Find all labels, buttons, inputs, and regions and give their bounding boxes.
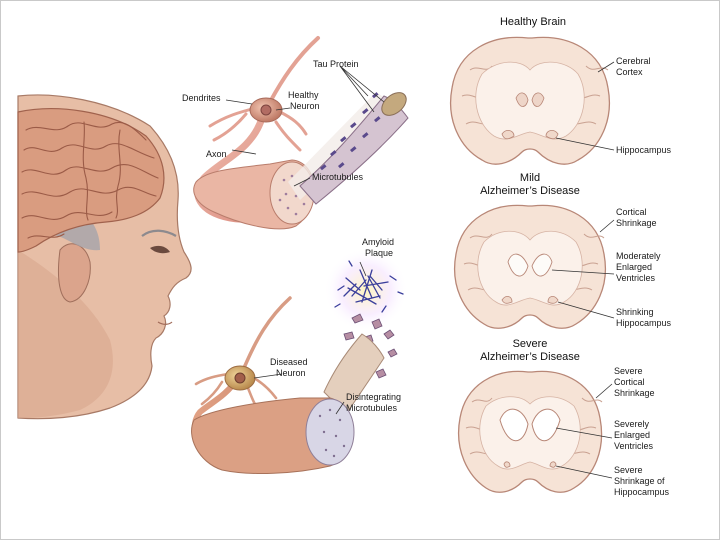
tau-bundle-end bbox=[381, 92, 407, 116]
brain-severe bbox=[458, 370, 603, 493]
label-severe-shrink-1: Severe bbox=[614, 366, 643, 376]
healthy-dendrite-left bbox=[208, 106, 258, 142]
label-mild-vent-1: Moderately bbox=[616, 251, 661, 261]
leader-lines bbox=[225, 61, 615, 479]
healthy-hippocampus bbox=[501, 130, 559, 140]
label-dendrites: Dendrites bbox=[182, 93, 221, 103]
label-severe-shrink-3: Shrinkage bbox=[614, 388, 655, 398]
label-mild-vent-2: Enlarged bbox=[616, 262, 653, 272]
mild-hippocampus bbox=[501, 296, 559, 304]
mild-cortex-folds bbox=[463, 233, 605, 291]
label-amyloid-1: Amyloid bbox=[362, 237, 395, 247]
label-amyloid-2: Plaque bbox=[365, 248, 394, 258]
diseased-tubule-bundle bbox=[323, 333, 385, 415]
label-diseased-neuron-2: Neuron bbox=[276, 368, 306, 378]
label-cerebral-2: Cortex bbox=[616, 67, 643, 77]
label-mild-shrink-1: Cortical bbox=[616, 207, 647, 217]
healthy-dendrite-top bbox=[268, 36, 320, 104]
label-healthy-neuron-2: Neuron bbox=[290, 101, 320, 111]
disintegrating-dots bbox=[318, 408, 346, 458]
healthy-nucleus bbox=[260, 104, 272, 116]
label-severe-vent-3: Ventricles bbox=[614, 441, 654, 451]
healthy-ventricles bbox=[515, 92, 545, 107]
title-healthy-brain: Healthy Brain bbox=[499, 16, 567, 28]
label-disintegrating-2: Microtubules bbox=[346, 403, 398, 413]
healthy-neuron bbox=[193, 36, 409, 230]
label-severe-hip-2: Shrinkage of bbox=[614, 476, 665, 486]
head-brain-folds bbox=[21, 121, 159, 239]
label-mild-shrink-2: Shrinkage bbox=[616, 218, 657, 228]
title-severe-2: Alzheimer’s Disease bbox=[480, 351, 580, 363]
healthy-cortex-folds bbox=[461, 65, 609, 125]
eye bbox=[150, 245, 170, 254]
brain-healthy bbox=[450, 36, 610, 165]
label-disintegrating-1: Disintegrating bbox=[346, 392, 402, 402]
mild-ventricles bbox=[507, 253, 553, 277]
healthy-white-matter bbox=[475, 61, 585, 140]
label-healthy-neuron-1: Healthy bbox=[288, 90, 319, 100]
brow bbox=[141, 229, 177, 237]
brain-mild bbox=[454, 204, 606, 329]
label-severe-hip-1: Severe bbox=[614, 465, 643, 475]
mild-white-matter bbox=[477, 230, 583, 306]
severe-ventricles bbox=[499, 408, 561, 442]
label-severe-hip-3: Hippocampus bbox=[614, 487, 670, 497]
label-mild-hip-1: Shrinking bbox=[616, 307, 654, 317]
title-severe-1: Severe bbox=[512, 338, 548, 350]
label-mild-hip-2: Hippocampus bbox=[616, 318, 672, 328]
label-tau-protein: Tau Protein bbox=[313, 59, 359, 69]
severe-white-matter bbox=[479, 396, 581, 470]
healthy-dendrite-right bbox=[274, 110, 308, 152]
severe-hippocampus bbox=[503, 461, 557, 468]
diseased-dendrite-left bbox=[194, 372, 230, 406]
label-axon: Axon bbox=[206, 149, 227, 159]
label-severe-shrink-2: Cortical bbox=[614, 377, 645, 387]
label-severe-vent-1: Severely bbox=[614, 419, 650, 429]
face-shadow bbox=[18, 250, 113, 418]
head-brain bbox=[17, 108, 165, 253]
diseased-dendrite-top bbox=[242, 296, 292, 370]
label-cerebral-1: Cerebral bbox=[616, 56, 651, 66]
label-mild-vent-3: Ventricles bbox=[616, 273, 656, 283]
diseased-nucleus bbox=[234, 372, 246, 384]
head-profile bbox=[17, 94, 192, 420]
diseased-axon-cut-face bbox=[305, 398, 355, 466]
title-mild-1: Mild bbox=[519, 172, 541, 184]
mouth bbox=[157, 321, 173, 325]
amyloid-plaque bbox=[334, 260, 404, 313]
title-mild-2: Alzheimer’s Disease bbox=[480, 185, 580, 197]
label-hippocampus-healthy: Hippocampus bbox=[616, 145, 672, 155]
label-diseased-neuron-1: Diseased bbox=[270, 357, 308, 367]
diseased-neuron bbox=[191, 248, 408, 474]
label-microtubules: Microtubules bbox=[312, 172, 364, 182]
label-severe-vent-2: Enlarged bbox=[614, 430, 651, 440]
severe-cortex-folds bbox=[465, 397, 603, 455]
